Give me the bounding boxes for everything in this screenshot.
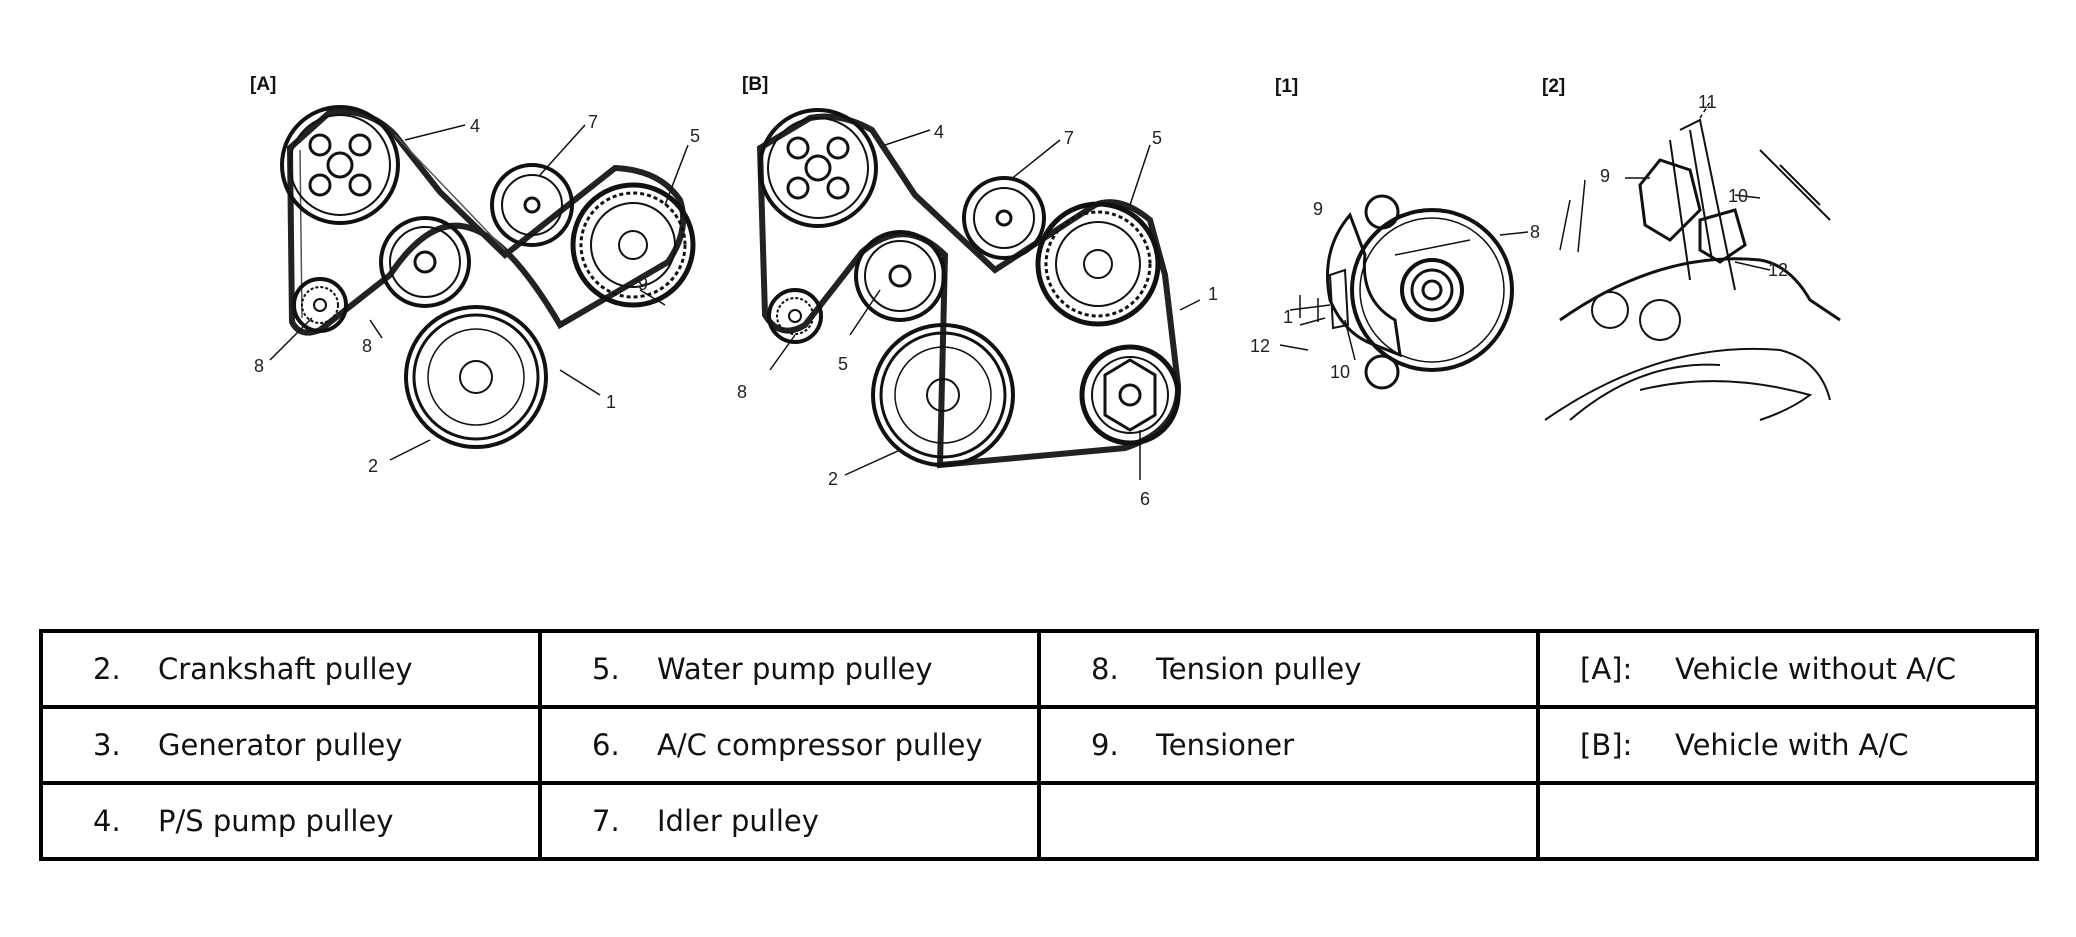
- panel-b-label: [B]: [742, 74, 768, 95]
- panel-1-label: [1]: [1275, 76, 1298, 97]
- callout-2-12: 12: [1768, 260, 1788, 280]
- legend-number: 2.: [93, 652, 121, 686]
- belt-diagram-figure: [A]: [250, 74, 1841, 509]
- generator-pulley-b: [854, 230, 946, 322]
- legend-number: 7.: [592, 804, 620, 838]
- legend-row: 2.Crankshaft pulley 5.Water pump pulley …: [39, 629, 2039, 709]
- callout-1-10: 10: [1330, 362, 1350, 382]
- callout-a-5: 5: [690, 126, 700, 146]
- legend-cell-variant-a: [A]: Vehicle without A/C: [1536, 629, 2039, 709]
- panel-2-drawing: [2] 11 9 10 12: [1542, 76, 1841, 421]
- belt-a: [286, 108, 687, 336]
- ps-pump-pulley-b: [758, 108, 878, 228]
- legend-number: 6.: [592, 728, 620, 762]
- panel-1-drawing: [1] 9 8 1 12 10: [1250, 76, 1540, 390]
- callout-b-1: 1: [1208, 284, 1218, 304]
- legend-row: 3. Generator pulley 6. A/C compressor pull…: [39, 705, 2039, 785]
- callout-a-8-gen: 8: [362, 336, 372, 356]
- legend-text: Vehicle without A/C: [1675, 652, 1957, 686]
- legend-cell-empty: [1037, 781, 1540, 861]
- legend-number: 5.: [592, 652, 620, 686]
- ac-compressor-pulley-b: [1079, 344, 1181, 446]
- callout-a-7: 7: [588, 112, 598, 132]
- legend-cell-water-pump: 5. Water pump pulley: [538, 629, 1041, 709]
- panel-a-drawing: [A]: [250, 74, 700, 476]
- legend-code: [B]:: [1580, 728, 1633, 762]
- callout-a-2: 2: [368, 456, 378, 476]
- legend-text: Idler pulley: [657, 804, 819, 838]
- legend-number: 3.: [93, 728, 121, 762]
- ps-pump-pulley-a: [280, 105, 400, 225]
- callout-2-11: 11: [1698, 92, 1717, 112]
- legend-text: Crankshaft pulley: [158, 652, 413, 686]
- crankshaft-pulley-b: [871, 323, 1015, 467]
- belt-b: [756, 113, 1182, 469]
- legend-cell-tensioner: 9. Tensioner: [1037, 705, 1540, 785]
- callout-a-9: 9: [638, 274, 648, 294]
- generator-pulley-a: [379, 216, 471, 308]
- legend-cell-ac-compressor: 6. A/C compressor pulley: [538, 705, 1041, 785]
- panel-b-drawing: [B]: [737, 74, 1218, 509]
- callout-b-4: 4: [934, 122, 944, 142]
- legend-row: 4. P/S pump pulley 7. Idler pulley: [39, 781, 2039, 861]
- callout-b-6: 6: [1140, 489, 1150, 509]
- callout-a-8: 8: [254, 356, 264, 376]
- callout-a-4: 4: [470, 116, 480, 136]
- legend-text: P/S pump pulley: [158, 804, 394, 838]
- tension-pulley-detail: [1350, 208, 1514, 372]
- panel-a-label: [A]: [250, 74, 276, 95]
- legend-code: [A]:: [1580, 652, 1633, 686]
- callout-1-9: 9: [1313, 199, 1323, 219]
- legend-text: Tensioner: [1156, 728, 1295, 762]
- legend-number: 9.: [1091, 728, 1119, 762]
- legend-number: 8.: [1091, 652, 1119, 686]
- callout-b-2: 2: [828, 469, 838, 489]
- legend-cell-ps-pump: 4. P/S pump pulley: [39, 781, 542, 861]
- legend-text: Vehicle with A/C: [1675, 728, 1909, 762]
- callout-b-5-gen: 5: [838, 354, 848, 374]
- callout-1-12: 12: [1250, 336, 1270, 356]
- tension-pulley-b: [767, 288, 823, 344]
- callout-2-9: 9: [1600, 166, 1610, 186]
- legend-cell-empty: [1536, 781, 2039, 861]
- legend-cell-tension-pulley: 8. Tension pulley: [1037, 629, 1540, 709]
- legend-cell-variant-b: [B]: Vehicle with A/C: [1536, 705, 2039, 785]
- legend-text: Water pump pulley: [657, 652, 933, 686]
- idler-pulley-a: [490, 163, 574, 247]
- idler-pulley-b: [962, 176, 1046, 260]
- legend-number: 4.: [93, 804, 121, 838]
- callout-a-1: 1: [606, 392, 616, 412]
- legend-cell-idler: 7. Idler pulley: [538, 781, 1041, 861]
- tension-pulley-a: [292, 277, 348, 333]
- legend-cell-generator: 3. Generator pulley: [39, 705, 542, 785]
- callout-b-8: 8: [737, 382, 747, 402]
- callout-1-8: 8: [1530, 222, 1540, 242]
- legend-text: Generator pulley: [158, 728, 403, 762]
- water-pump-pulley-b: [1035, 201, 1161, 327]
- water-pump-pulley-a: [570, 182, 696, 308]
- callout-b-7: 7: [1064, 128, 1074, 148]
- crankshaft-pulley-a: [404, 305, 548, 449]
- callout-2-10: 10: [1728, 186, 1748, 206]
- callout-1-1: 1: [1283, 307, 1293, 327]
- legend-text: A/C compressor pulley: [657, 728, 983, 762]
- legend-text: Tension pulley: [1156, 652, 1362, 686]
- legend-cell-crankshaft: 2. Crankshaft pulley: [39, 629, 542, 709]
- callout-b-5: 5: [1152, 128, 1162, 148]
- panel-2-label: [2]: [1542, 76, 1565, 97]
- legend-table: 2.Crankshaft pulley 5.Water pump pulley …: [39, 629, 2039, 861]
